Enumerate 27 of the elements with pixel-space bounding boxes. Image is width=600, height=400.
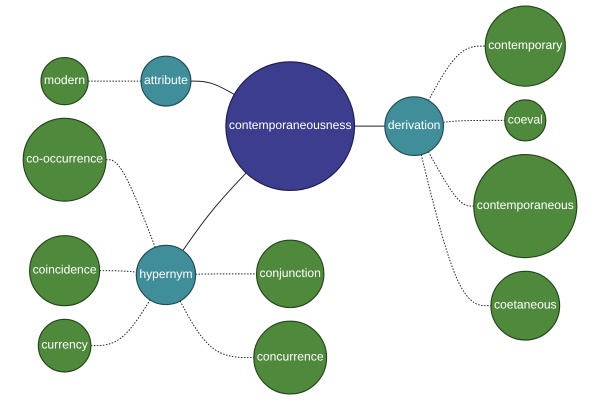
node-circle: conjunction xyxy=(256,240,324,308)
node-circle: contemporaneous xyxy=(473,154,578,258)
node-circle: contemporaneousness xyxy=(225,61,356,192)
connector xyxy=(90,299,151,346)
node-circle: coincidence xyxy=(29,235,100,306)
connector xyxy=(428,151,474,207)
connector xyxy=(195,273,258,275)
node-circle: coeval xyxy=(504,99,546,142)
node-circle: derivation xyxy=(384,96,444,156)
connector xyxy=(442,120,506,123)
node-circle: currency xyxy=(38,318,92,372)
node-circle: concurrence xyxy=(253,320,328,394)
connector xyxy=(99,270,137,273)
connector xyxy=(106,159,156,248)
node-circle: coetaneous xyxy=(490,270,560,341)
node-circle: hypernym xyxy=(136,244,196,306)
connector xyxy=(428,46,486,101)
connector xyxy=(182,172,247,252)
node-circle: attribute xyxy=(140,56,192,107)
connector xyxy=(420,154,492,306)
connector xyxy=(88,80,142,82)
node-circle: contemporary xyxy=(484,6,566,87)
node-circle: co-occurrence xyxy=(22,118,107,202)
node-circle: modern xyxy=(40,56,89,106)
connector xyxy=(190,80,235,95)
connector xyxy=(354,126,386,127)
connector xyxy=(180,300,254,358)
